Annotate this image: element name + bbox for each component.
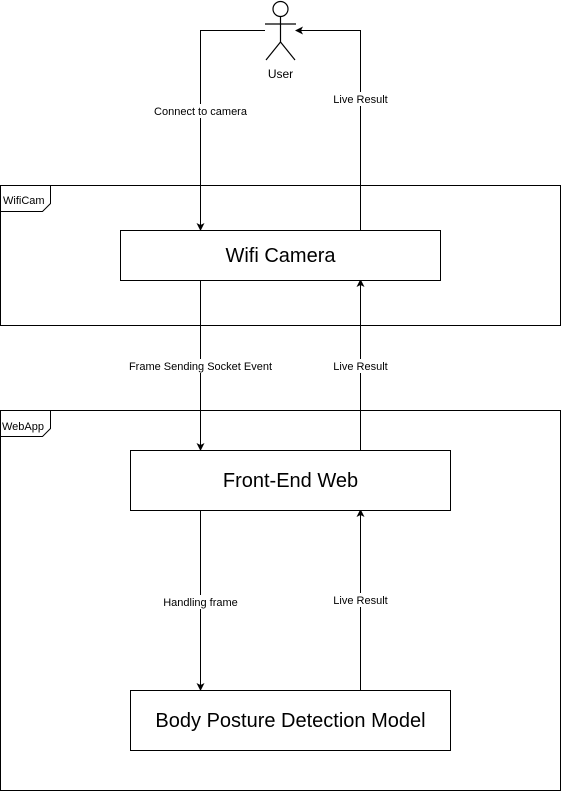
front-end-web-label: Front-End Web	[223, 470, 358, 492]
edge-connect-to-camera	[196, 30, 265, 231]
edge-label-live-to-user: Live Result	[333, 94, 387, 106]
edge-label-handling: Handling frame	[163, 597, 238, 609]
user-actor[interactable]: User	[265, 0, 296, 82]
edge-label-bg	[161, 595, 241, 609]
user-label: User	[268, 67, 293, 81]
edge-label-frame-sending: Frame Sending Socket Event	[129, 361, 272, 373]
wifi-camera-box[interactable]: Wifi Camera	[120, 230, 441, 281]
front-end-web-box[interactable]: Front-End Web	[130, 450, 451, 511]
edge-label-bg	[331, 593, 391, 607]
webapp-frame-tab	[0, 410, 51, 437]
wificam-frame: WifiCam	[0, 185, 561, 326]
edge-label-live-to-frontend: Live Result	[333, 595, 387, 607]
edge-label-bg	[331, 359, 391, 373]
body-posture-model-label: Body Posture Detection Model	[155, 710, 425, 732]
edge-label-connect: Connect to camera	[154, 106, 248, 118]
edge-label-live-to-camera: Live Result	[333, 361, 387, 373]
webapp-frame-label: WebApp	[2, 421, 44, 433]
edge-label-bg	[127, 359, 274, 373]
wificam-frame-tab	[0, 185, 51, 212]
wificam-frame-label: WifiCam	[3, 195, 45, 207]
edge-live-result-to-user	[295, 26, 361, 230]
edge-label-bg	[152, 104, 249, 118]
user-stick-figure-icon	[265, 0, 296, 61]
edge-labels: Connect to camera Live Result Frame Send…	[127, 92, 391, 609]
wifi-camera-label: Wifi Camera	[225, 245, 336, 267]
edge-label-bg	[331, 92, 391, 106]
body-posture-model-box[interactable]: Body Posture Detection Model	[130, 690, 451, 751]
